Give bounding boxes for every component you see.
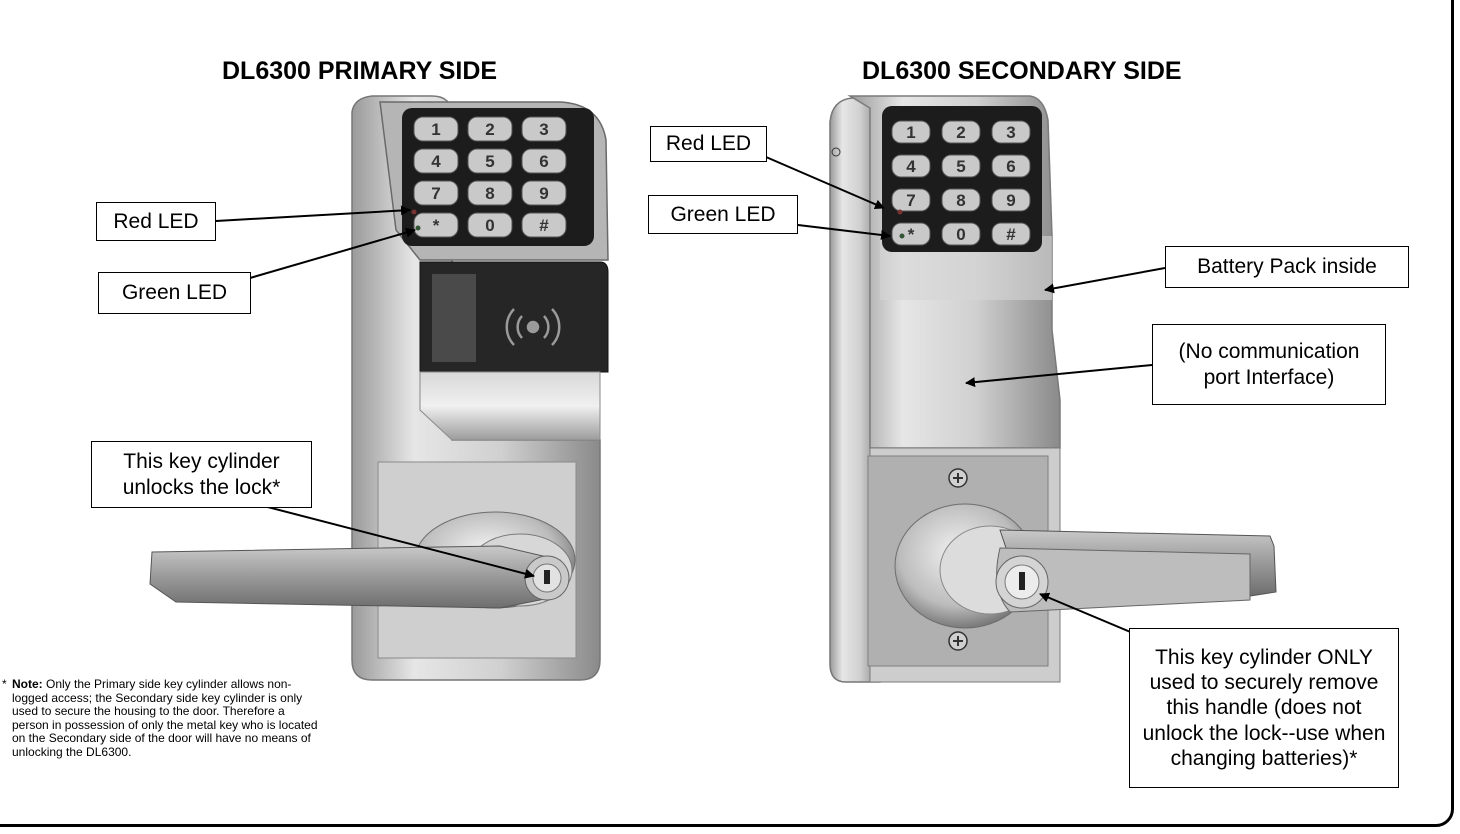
primary-title: DL6300 PRIMARY SIDE	[222, 57, 498, 85]
secondary-red-led	[897, 209, 903, 215]
primary-keypad-key	[413, 180, 459, 206]
label-secondary-green-led: Green LED	[648, 195, 798, 234]
primary-lock: 1 2 3 4 5 6 7 8 9 * 0 #	[149, 95, 609, 681]
primary-green-led	[415, 225, 421, 231]
secondary-keypad-key	[991, 154, 1031, 178]
primary-keypad-key-label: 5	[485, 152, 494, 171]
secondary-keypad-key	[991, 188, 1031, 212]
label-primary-key-cylinder: This key cylinder unlocks the lock*	[91, 441, 312, 508]
secondary-keypad-key	[941, 120, 981, 144]
secondary-keypad-key-label: 2	[956, 123, 965, 142]
secondary-keypad-key-label: 0	[956, 225, 965, 244]
label-secondary-red-led: Red LED	[650, 126, 767, 162]
leader-battery	[1044, 267, 1166, 294]
secondary-green-led	[899, 233, 905, 239]
secondary-keypad-key-label: 8	[956, 191, 965, 210]
secondary-keypad-key-label: *	[908, 225, 915, 244]
secondary-keypad-key-label: 9	[1006, 191, 1015, 210]
secondary-keypad-key	[991, 120, 1031, 144]
primary-keypad	[402, 108, 594, 246]
primary-keypad-key	[413, 212, 459, 238]
secondary-lock: 1 2 3 4 5 6 7 8 9 * 0 #	[829, 95, 1277, 683]
primary-keypad-key-label: 8	[485, 184, 494, 203]
secondary-keypad-key	[891, 188, 931, 212]
primary-keypad-key	[467, 212, 513, 238]
secondary-keypad-key-label: 4	[906, 157, 916, 176]
primary-keypad-key-label: 2	[485, 120, 494, 139]
primary-keypad-key	[413, 116, 459, 142]
label-battery-pack: Battery Pack inside	[1165, 246, 1409, 288]
leader-lines	[215, 156, 1166, 637]
leader-no-port	[965, 364, 1153, 388]
secondary-keypad-key-label: 3	[1006, 123, 1015, 142]
leader-primary-key	[255, 503, 535, 579]
secondary-keypad-key	[941, 154, 981, 178]
secondary-title: DL6300 SECONDARY SIDE	[862, 57, 1182, 85]
secondary-keypad-key	[991, 222, 1031, 246]
secondary-keypad-key-label: #	[1006, 225, 1016, 244]
label-secondary-key-cylinder: This key cylinder ONLY used to securely …	[1129, 628, 1399, 788]
primary-keypad-key-label: 7	[431, 184, 440, 203]
footnote-marker: *	[2, 677, 7, 691]
primary-keypad-key-label: 3	[539, 120, 548, 139]
secondary-keypad-key	[891, 222, 931, 246]
label-primary-green-led: Green LED	[98, 272, 251, 314]
leader-secondary-key	[1039, 592, 1141, 637]
leader-secondary-red	[765, 156, 885, 210]
primary-keypad-key-label: 1	[431, 120, 440, 139]
primary-keypad-key	[521, 212, 567, 238]
primary-keypad-key	[467, 116, 513, 142]
primary-red-led	[411, 209, 417, 215]
leader-secondary-green	[797, 224, 891, 240]
primary-keypad-key	[521, 116, 567, 142]
footnote-label: Note:	[12, 677, 43, 691]
primary-keypad-key-label: 0	[485, 216, 494, 235]
secondary-keypad-key	[891, 154, 931, 178]
primary-keypad-key-label: *	[433, 216, 440, 235]
wireless-signal-icon	[505, 308, 561, 346]
secondary-keypad-key	[891, 120, 931, 144]
primary-keypad-key-label: 4	[431, 152, 441, 171]
secondary-keypad-key	[941, 188, 981, 212]
secondary-keypad-key-label: 1	[906, 123, 915, 142]
label-primary-red-led: Red LED	[96, 202, 216, 241]
secondary-keypad-key	[941, 222, 981, 246]
leader-primary-green	[249, 227, 416, 279]
primary-keypad-key	[413, 148, 459, 174]
leader-primary-red	[215, 205, 411, 222]
secondary-keypad-key-label: 7	[906, 191, 915, 210]
primary-keypad-key-label: 9	[539, 184, 548, 203]
primary-keypad-key	[467, 148, 513, 174]
primary-keypad-key-label: 6	[539, 152, 548, 171]
label-no-comm-port: (No communication port Interface)	[1152, 324, 1386, 405]
footnote: * Note: Only the Primary side key cylind…	[2, 677, 320, 759]
secondary-keypad-key-label: 6	[1006, 157, 1015, 176]
secondary-keypad-key-label: 5	[956, 157, 965, 176]
primary-keypad-key-label: #	[539, 216, 549, 235]
primary-keypad-key	[467, 180, 513, 206]
primary-keypad-key	[521, 148, 567, 174]
primary-lever	[149, 545, 561, 609]
footnote-text: Only the Primary side key cylinder allow…	[12, 677, 318, 759]
primary-keypad-key	[521, 180, 567, 206]
